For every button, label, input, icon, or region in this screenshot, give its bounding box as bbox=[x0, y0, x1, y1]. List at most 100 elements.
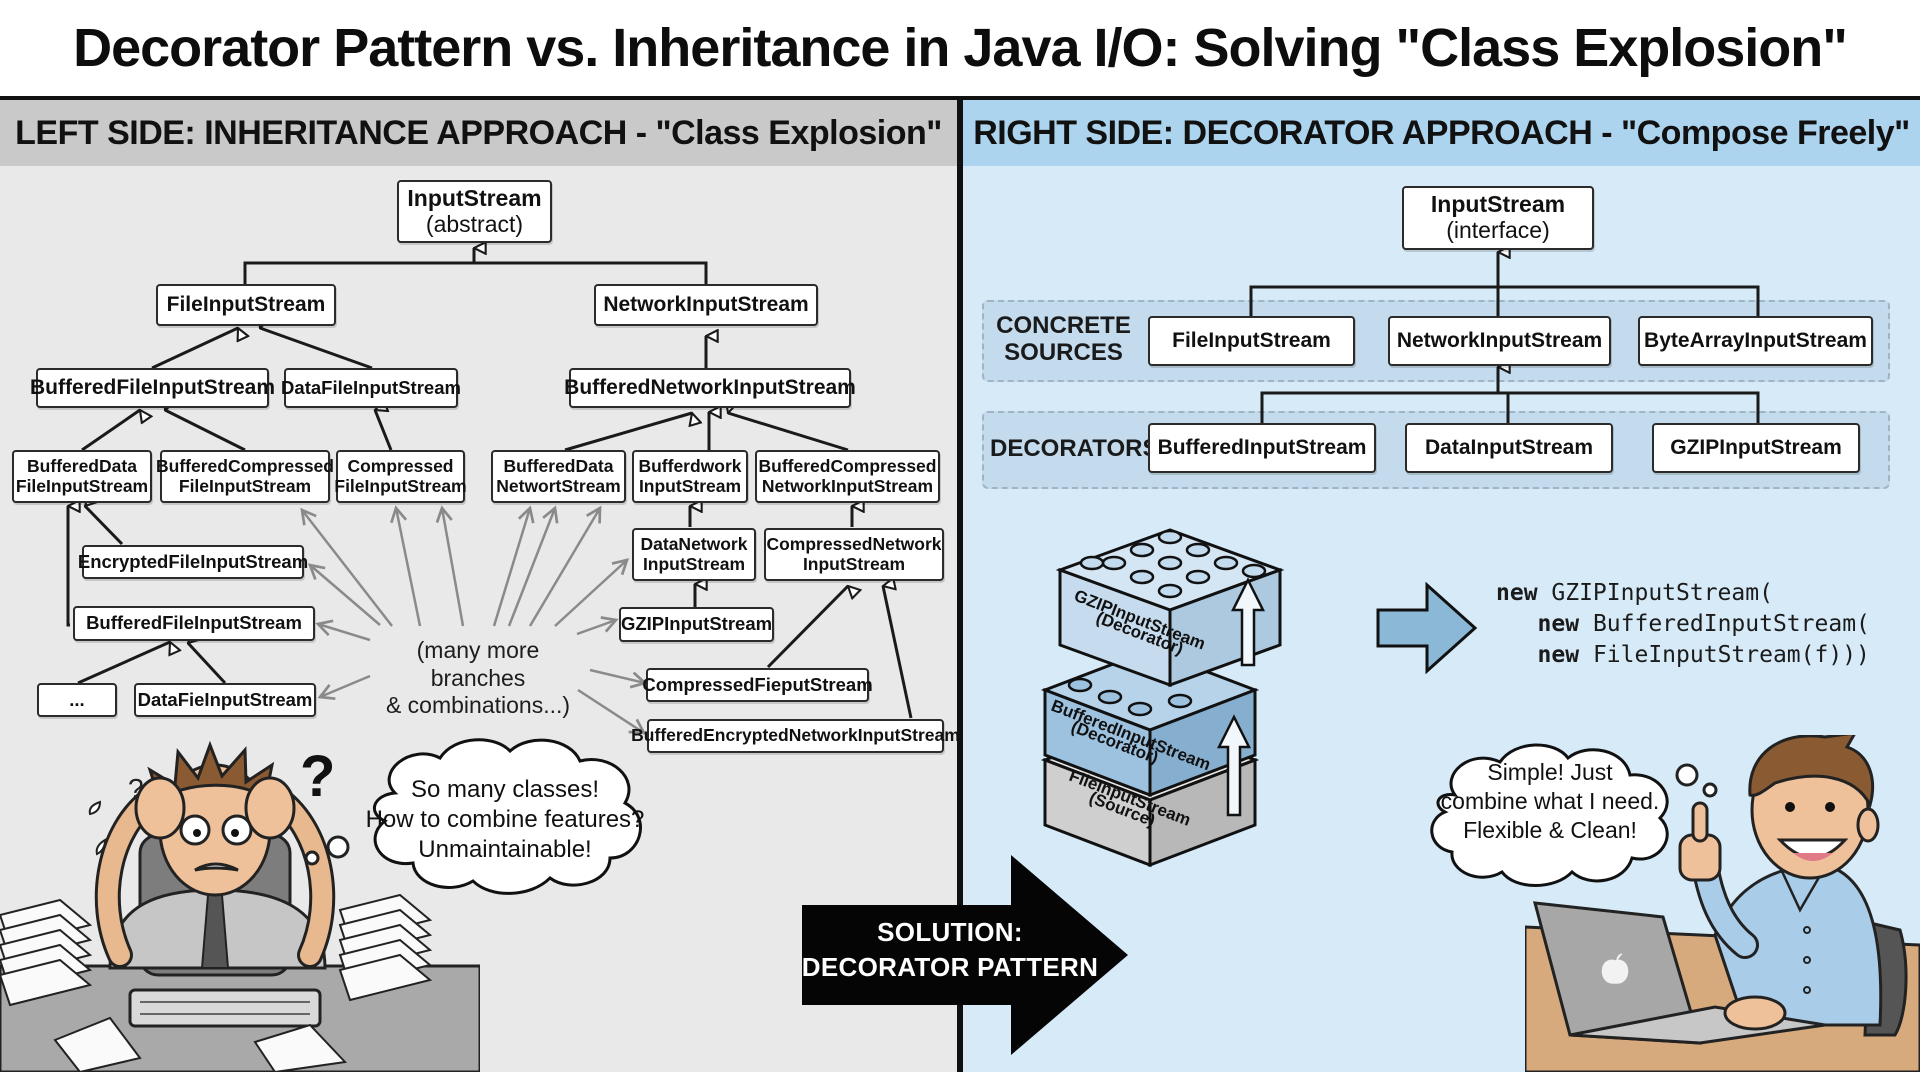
inputstream-abstract-box: InputStream (abstract) bbox=[397, 180, 552, 243]
code-line: new BufferedInputStream( bbox=[1537, 611, 1870, 637]
thought-dot bbox=[1702, 782, 1718, 798]
up-arrow-icon bbox=[1230, 577, 1266, 667]
class-name-line: BufferedData bbox=[27, 455, 137, 476]
left-hand bbox=[134, 776, 186, 840]
buffered-file-inputstream-box: BufferedFileInputStream bbox=[30, 368, 275, 408]
typing-hand bbox=[1723, 995, 1787, 1031]
class-name-line: NetworkInputStream bbox=[761, 475, 934, 496]
concrete-sources-label: CONCRETE SOURCES bbox=[996, 312, 1131, 367]
thought-cloud-left bbox=[372, 738, 642, 895]
class-name-line: InputStream bbox=[642, 553, 746, 574]
buffered-compressed-network-inputstream-box: BufferedCompressed NetworkInputStream bbox=[755, 450, 940, 503]
left-eye bbox=[1785, 802, 1795, 812]
right-eye bbox=[1825, 802, 1835, 812]
compressed-network-inputstream-box: CompressedNetwork InputStream bbox=[764, 528, 944, 581]
file-inputstream-box: FileInputStream bbox=[156, 284, 336, 326]
panel-divider bbox=[957, 96, 963, 1072]
scattered-papers bbox=[53, 1016, 348, 1072]
paper-stack-right bbox=[338, 893, 433, 1002]
up-arrow-icon bbox=[1216, 714, 1252, 817]
class-name: DataFieInputStream bbox=[137, 688, 313, 710]
buffered-data-network-stream-box: BufferedData NetwortStream bbox=[491, 450, 626, 503]
note-line: (many more branches bbox=[416, 637, 540, 691]
thought-line: Flexible & Clean! bbox=[1463, 816, 1637, 843]
network-inputstream-box: NetworkInputStream bbox=[594, 284, 818, 326]
bufferdwork-inputstream-box: Bufferdwork InputStream bbox=[632, 450, 748, 503]
class-name-line: Compressed bbox=[347, 455, 454, 476]
class-name: BufferedNetworkInputStream bbox=[564, 376, 856, 400]
compressed-file-inputstream-box: Compressed FileInputStream bbox=[334, 450, 467, 503]
class-name: DataFileInputStream bbox=[281, 376, 461, 398]
class-name-line: NetwortStream bbox=[496, 475, 621, 496]
gzip-inputstream-box: GZIPInputStream bbox=[619, 607, 774, 642]
frustrated-developer-illustration bbox=[0, 740, 480, 1072]
data-fie-inputstream-box: DataFieInputStream bbox=[134, 683, 316, 717]
small-question-mark: ? bbox=[128, 773, 144, 804]
class-name-line: DataNetwork bbox=[640, 533, 748, 554]
blue-arrow-icon bbox=[1376, 582, 1478, 674]
class-name-line: BufferedCompressed bbox=[156, 455, 334, 476]
class-name: CompressedFieputStream bbox=[642, 673, 873, 695]
inputstream-interface-box: InputStream (interface) bbox=[1402, 186, 1594, 250]
page-title: Decorator Pattern vs. Inheritance in Jav… bbox=[73, 18, 1848, 78]
class-name-line: BufferedCompressed bbox=[758, 455, 937, 476]
stacked-blocks-illustration: GZIPInputStream (Decorator) BufferedInpu… bbox=[1040, 528, 1285, 868]
class-name-line: BufferedData bbox=[503, 455, 614, 476]
solution-line: SOLUTION: bbox=[877, 917, 1023, 947]
question-mark: ? bbox=[300, 744, 336, 809]
compressed-fieput-stream-box: CompressedFieputStream bbox=[642, 668, 873, 702]
class-name: InputStream bbox=[407, 184, 542, 211]
class-name: ... bbox=[69, 688, 85, 710]
source-file-inputstream: FileInputStream bbox=[1148, 316, 1355, 366]
lego-studs bbox=[1079, 529, 1267, 599]
class-name-line: Bufferdwork bbox=[638, 455, 742, 476]
sweat-drop-icon bbox=[88, 800, 102, 816]
class-name-line: FileInputStream bbox=[334, 475, 467, 496]
solution-arrow bbox=[802, 855, 1128, 1055]
thought-cloud-right bbox=[1430, 743, 1669, 887]
class-name: NetworkInputStream bbox=[603, 293, 809, 317]
keyboard bbox=[128, 988, 322, 1028]
data-file-inputstream-box: DataFileInputStream bbox=[281, 368, 461, 408]
data-network-inputstream-box: DataNetwork InputStream bbox=[632, 528, 756, 581]
buffered-network-inputstream-box: BufferedNetworkInputStream bbox=[564, 368, 856, 408]
thought-line: Unmaintainable! bbox=[418, 836, 592, 863]
class-name: GZIPInputStream bbox=[1670, 436, 1842, 460]
class-name-line: FileInputStream bbox=[15, 475, 149, 496]
buffered-file-inputstream-2-box: BufferedFileInputStream bbox=[73, 606, 315, 641]
class-name-line: CompressedNetwork bbox=[766, 533, 942, 554]
thought-text-right: Simple! Just combine what I need. Flexib… bbox=[1425, 758, 1675, 844]
class-name: InputStream bbox=[1430, 191, 1566, 218]
sweat-drop-icon bbox=[95, 838, 107, 856]
code-snippet: new GZIPInputStream( new BufferedInputSt… bbox=[1496, 578, 1870, 671]
class-name: GZIPInputStream bbox=[620, 613, 773, 635]
collar bbox=[1778, 866, 1827, 913]
thought-line: How to combine features? bbox=[365, 806, 645, 833]
label-line: CONCRETE bbox=[996, 312, 1131, 339]
class-name: BufferedFileInputStream bbox=[86, 612, 302, 634]
class-kind: (abstract) bbox=[425, 210, 524, 237]
class-name-line: InputStream bbox=[638, 475, 742, 496]
class-kind: (interface) bbox=[1446, 217, 1550, 243]
inheritance-heading: LEFT SIDE: INHERITANCE APPROACH - "Class… bbox=[0, 100, 957, 166]
class-name: BufferedEncryptedNetworkInputStream bbox=[631, 725, 960, 746]
decorator-gzip-inputstream: GZIPInputStream bbox=[1652, 423, 1860, 473]
source-network-inputstream: NetworkInputStream bbox=[1388, 316, 1611, 366]
ellipsis-box: ... bbox=[37, 683, 117, 717]
buffered-data-file-inputstream-box: BufferedData FileInputStream bbox=[12, 450, 152, 503]
source-bytearray-inputstream: ByteArrayInputStream bbox=[1638, 316, 1873, 366]
lego-studs-middle bbox=[1067, 677, 1193, 717]
label-line: SOURCES bbox=[1004, 338, 1123, 366]
class-name: FileInputStream bbox=[1172, 329, 1331, 353]
encrypted-file-inputstream-box: EncryptedFileInputStream bbox=[78, 545, 308, 579]
thought-dot bbox=[326, 835, 350, 859]
class-name: DataInputStream bbox=[1424, 436, 1594, 460]
thought-line: combine what I need. bbox=[1440, 787, 1660, 814]
class-name: BufferedInputStream bbox=[1157, 436, 1367, 460]
ear bbox=[1856, 807, 1880, 843]
buffered-compressed-file-inputstream-box: BufferedCompressed FileInputStream bbox=[156, 450, 334, 503]
class-name: BufferedFileInputStream bbox=[29, 376, 276, 400]
class-name-line: InputStream bbox=[802, 553, 906, 574]
solution-label: SOLUTION: DECORATOR PATTERN bbox=[800, 915, 1100, 985]
solution-line: DECORATOR PATTERN bbox=[801, 952, 1099, 983]
